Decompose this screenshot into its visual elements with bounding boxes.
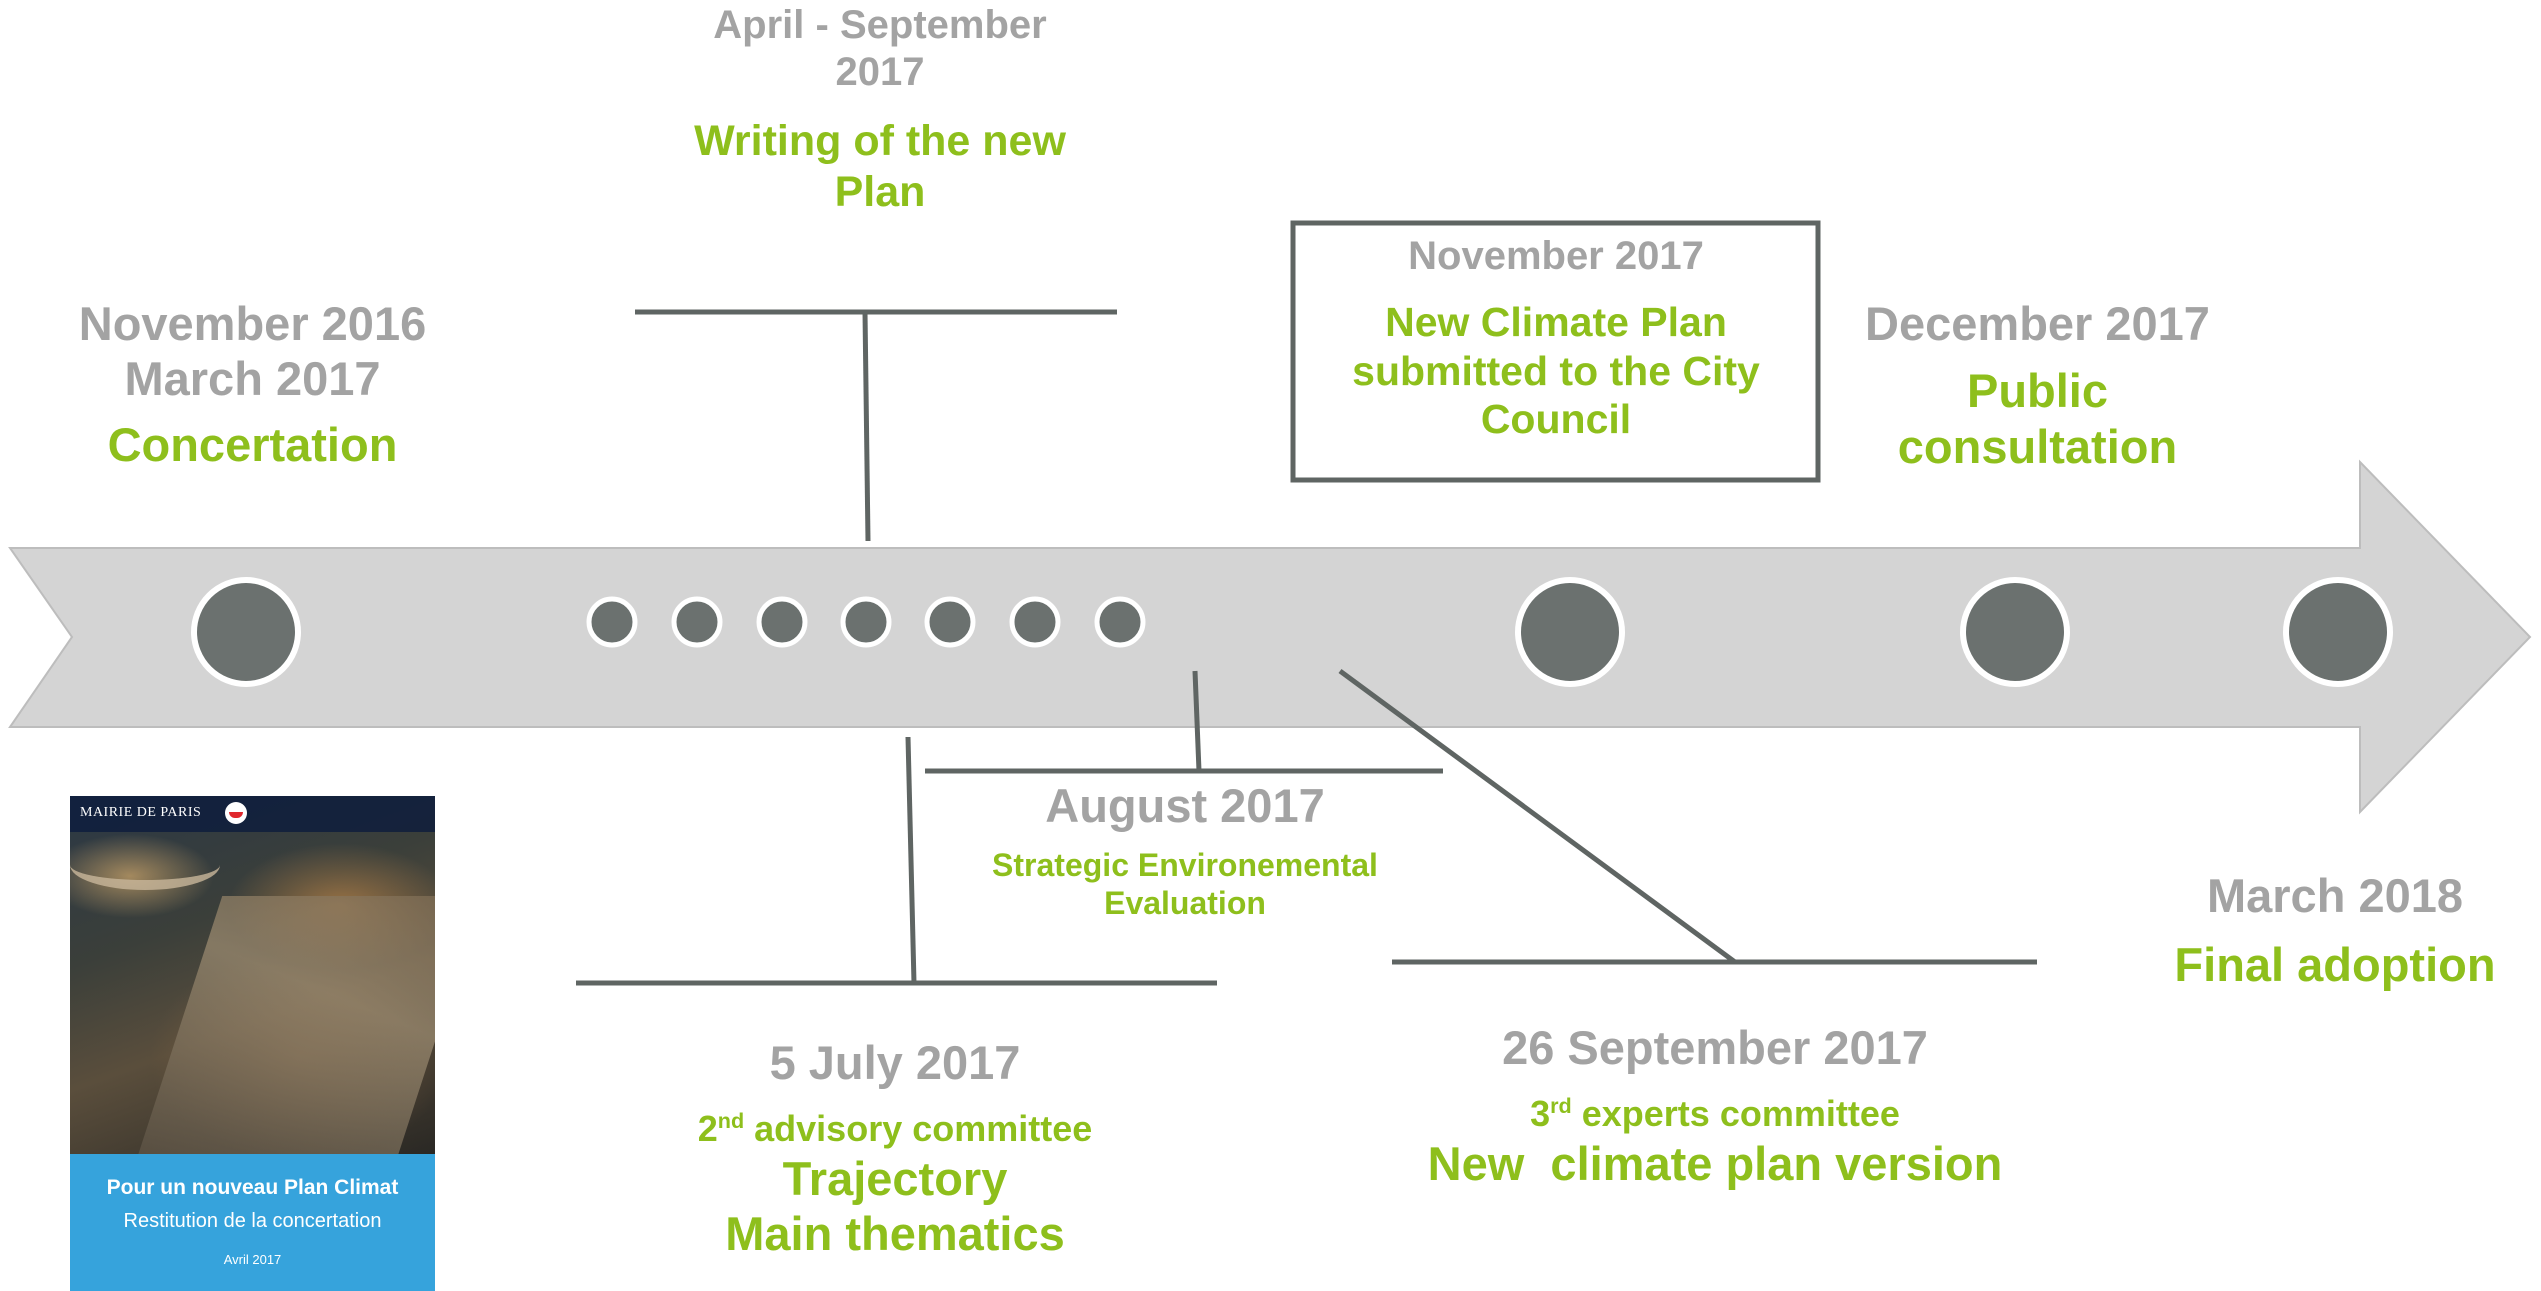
brochure-brand: MAIRIE DE PARIS bbox=[80, 805, 202, 820]
brochure-title: Pour un nouveau Plan Climat bbox=[106, 1176, 399, 1199]
submitted-date: November 2017 bbox=[1408, 234, 1704, 278]
committee2-date: 5 July 2017 bbox=[769, 1036, 1021, 1089]
committee3-ordinal-num: 3 bbox=[1530, 1093, 1551, 1135]
small-marker bbox=[1009, 596, 1061, 648]
public-consultation-title-line1: Public bbox=[1966, 364, 2109, 418]
concertation-title: Concertation bbox=[107, 417, 398, 471]
brochure-date: Avril 2017 bbox=[223, 1252, 282, 1267]
evaluation-title-line2: Evaluation bbox=[1104, 885, 1266, 922]
marker-submitted bbox=[1515, 577, 1625, 687]
committee3-title: New climate plan version bbox=[1427, 1136, 2003, 1190]
writing-date-line2: 2017 bbox=[835, 50, 925, 95]
submitted-title-line3: Council bbox=[1480, 395, 1632, 442]
public-consultation-title-line2: consultation bbox=[1897, 419, 2178, 473]
committee3-date: 26 September 2017 bbox=[1502, 1021, 1928, 1074]
concertation-date-line1: November 2016 bbox=[78, 297, 427, 350]
committee2-title-line2: Main thematics bbox=[725, 1207, 1065, 1261]
quay-shape bbox=[137, 896, 435, 1156]
small-marker bbox=[840, 596, 892, 648]
brochure-subtitle: Restitution de la concertation bbox=[123, 1210, 382, 1232]
evaluation-date: August 2017 bbox=[1045, 779, 1325, 832]
committee3-subtitle: 3rd experts committee bbox=[1400, 1093, 2030, 1135]
evaluation-title-line1: Strategic Environemental bbox=[992, 847, 1378, 884]
submitted-box bbox=[1290, 220, 1821, 483]
committee3-label: 26 September 2017 3rd experts committee … bbox=[1400, 1020, 2030, 1191]
large-markers bbox=[191, 577, 2393, 687]
writing-title-line1: Writing of the new bbox=[694, 117, 1066, 166]
evaluation-stem bbox=[1192, 670, 1202, 772]
bridge-shape bbox=[70, 840, 220, 890]
committee2-ordinal-rest: advisory committee bbox=[744, 1108, 1093, 1150]
final-adoption-date: March 2018 bbox=[2206, 869, 2464, 922]
writing-title-line2: Plan bbox=[834, 168, 926, 217]
paris-logo-icon bbox=[225, 802, 247, 824]
small-marker bbox=[924, 596, 976, 648]
brochure-photo bbox=[70, 796, 435, 1156]
writing-stem bbox=[862, 311, 871, 542]
brochure-band: Pour un nouveau Plan Climat Restitution … bbox=[70, 1154, 435, 1291]
small-marker bbox=[1094, 596, 1146, 648]
submitted-label: November 2017 New Climate Plan submitted… bbox=[1296, 233, 1816, 443]
committee2-label: 5 July 2017 2nd advisory committee Traje… bbox=[640, 1035, 1150, 1262]
final-adoption-label: March 2018 Final adoption bbox=[2130, 868, 2540, 993]
marker-final-adoption bbox=[2283, 577, 2393, 687]
small-marker bbox=[756, 596, 808, 648]
concertation-label: November 2016 March 2017 Concertation bbox=[40, 296, 465, 472]
committee2-title-line1: Trajectory bbox=[782, 1151, 1008, 1205]
final-adoption-title: Final adoption bbox=[2174, 938, 2496, 992]
committee2-stem bbox=[905, 736, 917, 984]
small-markers bbox=[586, 596, 1146, 648]
committee2-ordinal-num: 2 bbox=[697, 1108, 718, 1150]
writing-date-line1: April - September bbox=[713, 3, 1047, 47]
public-consultation-label: December 2017 Public consultation bbox=[1800, 296, 2275, 474]
committee3-ordinal-suffix: rd bbox=[1550, 1093, 1572, 1119]
marker-public-consultation bbox=[1960, 577, 2070, 687]
committee3-ordinal-rest: experts committee bbox=[1571, 1093, 1900, 1135]
submitted-title-line2: submitted to the City bbox=[1352, 347, 1760, 394]
brochure-cover: MAIRIE DE PARIS Pour un nouveau Plan Cli… bbox=[70, 796, 435, 1291]
committee3-diagonal bbox=[1338, 668, 1737, 965]
public-consultation-date: December 2017 bbox=[1865, 297, 2210, 350]
brochure-header: MAIRIE DE PARIS bbox=[70, 796, 435, 832]
concertation-date-line2: March 2017 bbox=[124, 352, 381, 406]
marker-concertation bbox=[191, 577, 301, 687]
committee2-subtitle: 2nd advisory committee bbox=[640, 1108, 1150, 1150]
evaluation-label: August 2017 Strategic Environemental Eva… bbox=[935, 778, 1435, 923]
committee2-ordinal-suffix: nd bbox=[717, 1108, 745, 1134]
writing-label: April - September 2017 Writing of the ne… bbox=[620, 2, 1140, 218]
small-marker bbox=[586, 596, 638, 648]
small-marker bbox=[671, 596, 723, 648]
connector-lines bbox=[576, 309, 2037, 986]
timeline-arrow bbox=[8, 459, 2532, 815]
submitted-title-line1: New Climate Plan bbox=[1385, 299, 1727, 346]
